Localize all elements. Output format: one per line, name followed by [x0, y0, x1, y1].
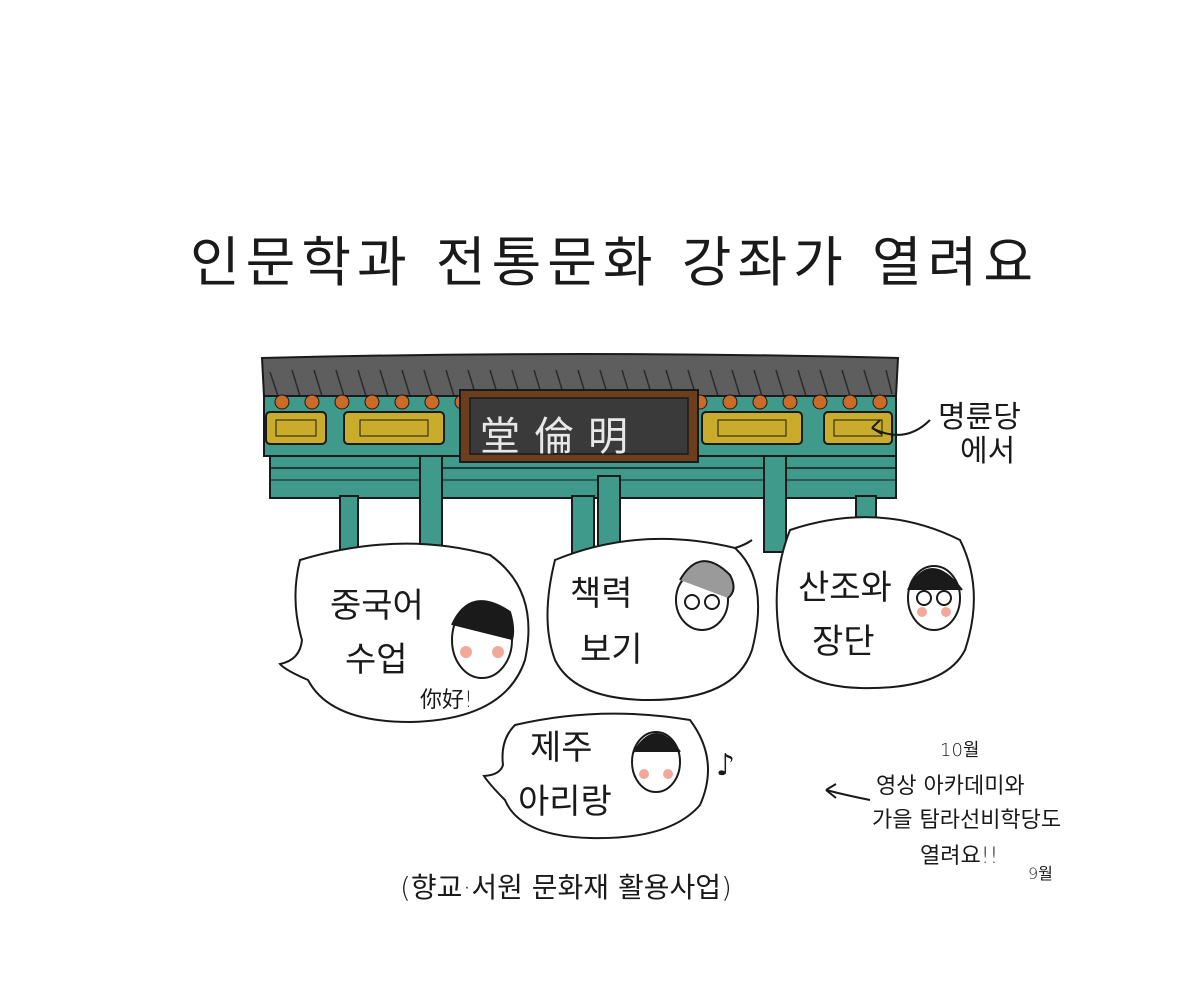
side-note-october: 10월: [940, 740, 980, 761]
bubble-sanjo-line-2: 장단: [812, 622, 875, 662]
page-title: 인문학과 전통문화 강좌가 열려요: [190, 231, 1040, 294]
bubble-jeju-line-2: 아리랑: [518, 782, 612, 822]
side-note-line-1: 영상 아카데미와: [876, 774, 1025, 799]
footer-note: (향교·서원 문화재 활용사업): [400, 871, 732, 904]
bubble-sanjo-line-1: 산조와: [798, 568, 892, 608]
faces: [451, 560, 963, 793]
building-sign: 堂倫明: [480, 414, 642, 460]
side-note-line-3: 열려요!!: [920, 844, 999, 869]
bubble-chinese-line-2: 수업: [345, 640, 408, 680]
bubble-chinese-speech: 你好!: [420, 688, 473, 713]
bubble-calendar-line-2: 보기: [580, 630, 643, 670]
location-note-line-2: 에서: [960, 434, 1016, 469]
location-note-line-1: 명륜당: [938, 400, 1021, 435]
bubble-chinese: [278, 542, 530, 724]
cheeks: [460, 607, 951, 779]
beam: [269, 455, 897, 499]
music-note-icon: ♪: [716, 748, 736, 783]
arrows: [825, 419, 931, 801]
name-plaque: [459, 389, 699, 463]
side-note-line-2: 가을 탐라선비학당도: [872, 808, 1062, 833]
bubble-chinese-line-1: 중국어: [330, 586, 424, 626]
bubble-jeju-line-1: 제주: [530, 728, 593, 768]
bubble-sanjo: [775, 516, 975, 690]
side-note-september: 9월: [1028, 864, 1053, 883]
bubble-calendar-line-1: 책력: [570, 574, 633, 614]
side-note-arrow: [825, 789, 871, 801]
